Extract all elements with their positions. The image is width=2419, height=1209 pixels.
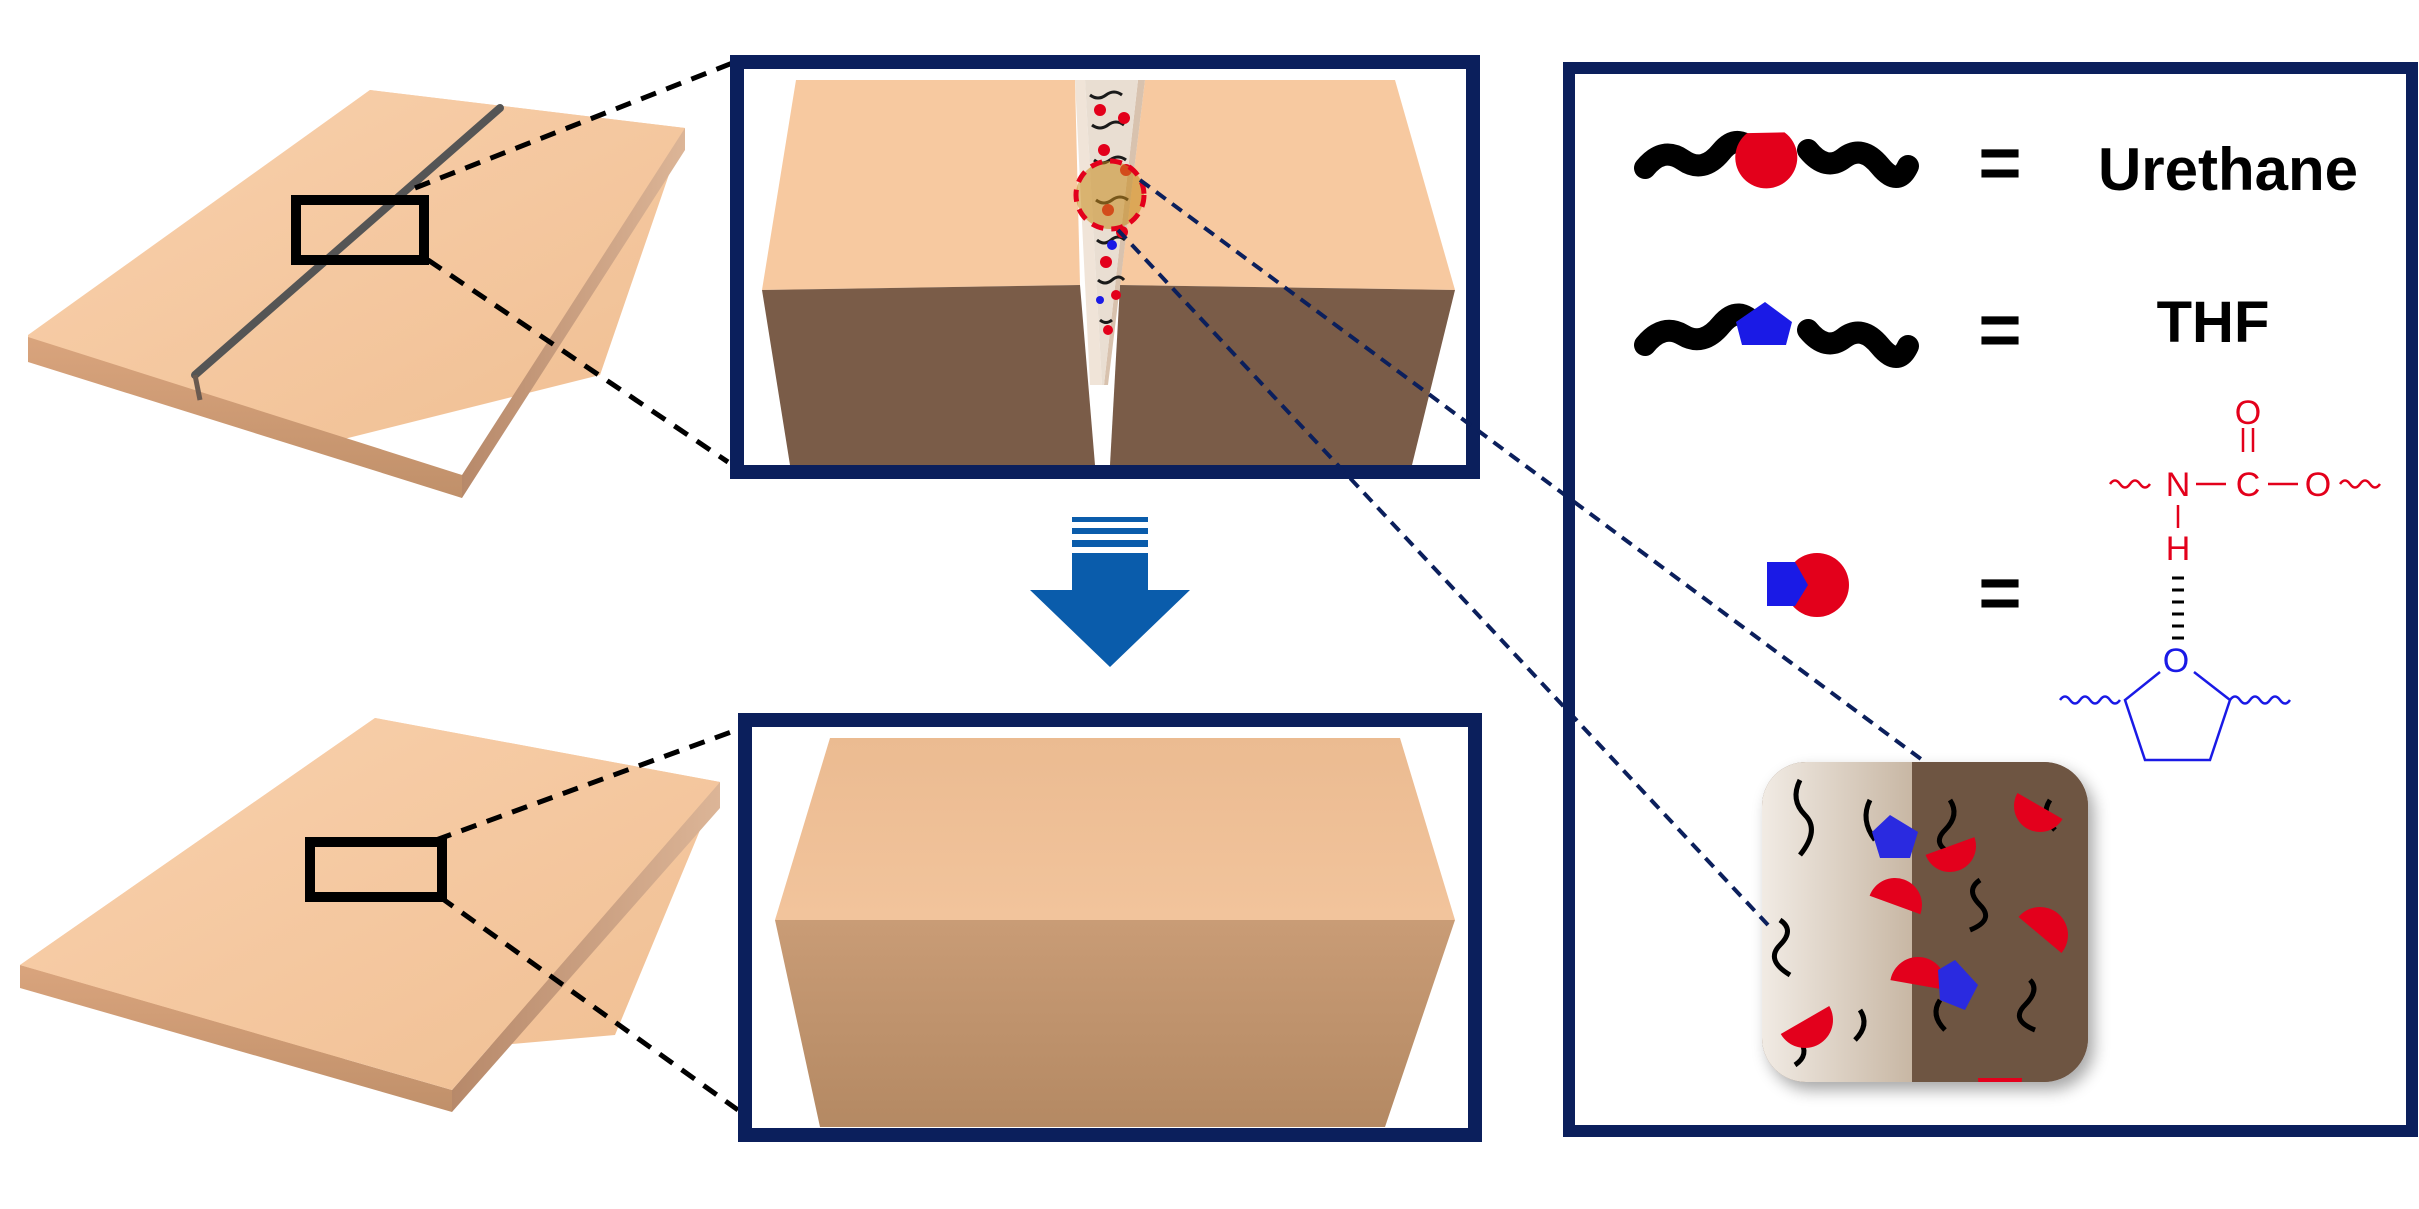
zoom-marker-healed bbox=[305, 837, 447, 902]
crack-gap bbox=[1085, 80, 1138, 385]
thf-o-atom: O bbox=[2163, 642, 2189, 680]
hbond-thf-icon bbox=[1767, 562, 1808, 606]
thf-wavy-left bbox=[2058, 695, 2122, 705]
thf-pentagon-icon bbox=[1736, 302, 1792, 345]
urethane-pacman-icon bbox=[1735, 132, 1798, 189]
damaged-slab bbox=[28, 90, 685, 498]
urethane-ester-o-atom: O bbox=[2305, 466, 2331, 504]
thf-wavy-right bbox=[2228, 695, 2292, 705]
urethane-label: Urethane bbox=[2098, 136, 2358, 203]
crack-zoom-circle bbox=[1073, 158, 1147, 232]
urethane-n-atom: N bbox=[2166, 466, 2191, 504]
thf-equals: = bbox=[1978, 288, 2021, 371]
thf-label: THF bbox=[2157, 290, 2270, 355]
inset-zoom-line-upper bbox=[1138, 178, 1927, 764]
arrow-body bbox=[1030, 553, 1190, 667]
hbond-equals: = bbox=[1978, 551, 2021, 634]
inset-thf-pentagons bbox=[1872, 815, 1978, 1010]
urethane-h-atom: H bbox=[2166, 530, 2191, 568]
healed-slab-top-fix bbox=[20, 718, 720, 1090]
thf-ring bbox=[2123, 671, 2232, 762]
healed-slab bbox=[20, 718, 720, 1112]
hydrogen-bond-dashes bbox=[2172, 576, 2184, 640]
thf-legend-row: = THF bbox=[1634, 288, 2270, 371]
cracked-block-front-right bbox=[1110, 285, 1455, 465]
urethane-chain-right bbox=[1797, 139, 1919, 188]
healed-block-top bbox=[775, 738, 1455, 920]
thf-structure: O bbox=[2058, 642, 2292, 762]
hbond-legend-row: = N C O O H bbox=[1767, 394, 2382, 762]
urethane-wavy-right bbox=[2338, 479, 2382, 489]
zoom-line-top bbox=[414, 57, 741, 191]
urethane-c-atom: C bbox=[2236, 466, 2261, 504]
zoom-line-healed-top bbox=[435, 725, 743, 843]
damaged-slab-front-face bbox=[28, 337, 462, 498]
healed-block-frame bbox=[738, 713, 1482, 1142]
zoom-line-healed-bottom bbox=[438, 894, 740, 1113]
thf-chain-right bbox=[1797, 319, 1919, 368]
urethane-legend-row: = Urethane bbox=[1634, 121, 2358, 204]
zoom-marker-damaged bbox=[291, 195, 429, 265]
inset-left-face bbox=[1762, 762, 1912, 1082]
healed-slab-front-face bbox=[20, 965, 452, 1112]
thf-chain-left bbox=[1634, 303, 1768, 356]
cracked-block-front-left bbox=[762, 285, 1095, 465]
crack-line-side bbox=[192, 374, 203, 401]
urethane-chain-left bbox=[1634, 131, 1768, 179]
urethane-carbonyl-o-atom: O bbox=[2235, 394, 2261, 432]
cracked-block-frame bbox=[730, 55, 1480, 479]
arrow-bar-3 bbox=[1072, 540, 1148, 547]
zoom-line-bottom bbox=[426, 257, 730, 465]
urethane-structure: N C O O H bbox=[2108, 394, 2382, 568]
magnified-crack-inset bbox=[1762, 762, 2088, 1082]
damaged-slab-right-face bbox=[462, 128, 685, 498]
healing-arrow-icon bbox=[1030, 517, 1190, 667]
healed-slab-right-face bbox=[452, 782, 720, 1112]
urethane-wavy-left bbox=[2108, 479, 2152, 489]
hbond-urethane-icon bbox=[1785, 553, 1849, 617]
crack-thf-dots bbox=[1096, 240, 1117, 304]
urethane-equals: = bbox=[1978, 121, 2021, 204]
healed-block-front bbox=[775, 920, 1455, 1127]
crack-line bbox=[191, 104, 504, 379]
cracked-block-top-left bbox=[762, 80, 1080, 290]
arrow-bar-1 bbox=[1072, 517, 1148, 522]
cracked-block-top-right bbox=[1120, 80, 1455, 290]
inset-urethane-pacmen bbox=[1780, 793, 2068, 1082]
legend-panel: = Urethane = THF = N C O bbox=[1563, 62, 2418, 1137]
arrow-bar-2 bbox=[1072, 528, 1148, 534]
crack-wall-left bbox=[1075, 80, 1102, 385]
